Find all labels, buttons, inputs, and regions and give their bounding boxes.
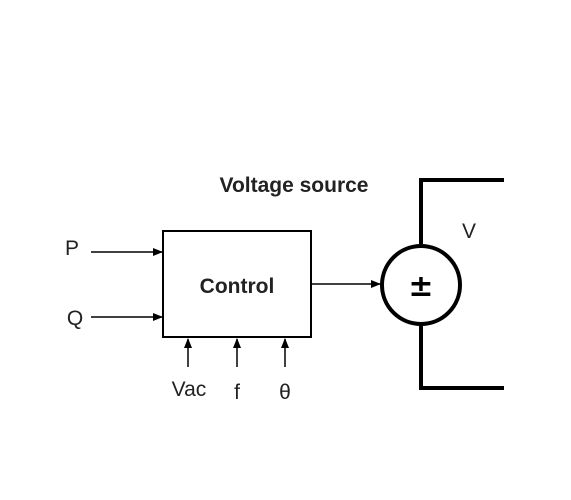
voltage-output-label: V [462,220,476,243]
input-vac-label: Vac [172,378,207,401]
voltage-source: ± V [380,178,504,390]
input-f: f [233,338,241,404]
voltage-source-symbol [380,244,462,326]
plus-minus-icon: ± [408,269,433,304]
top-lead-wire [419,178,504,244]
input-q-label: Q [67,307,83,330]
input-p: P [65,237,163,260]
bottom-lead-wire [419,326,504,390]
input-vac: Vac [172,338,207,401]
input-theta-label: θ [279,381,291,404]
diagram-title: Voltage source [220,174,369,197]
control-label: Control [200,275,275,298]
input-q: Q [67,307,163,330]
control-box [162,230,312,338]
control-block: Control [162,230,312,338]
input-theta: θ [279,338,291,404]
input-f-label: f [234,381,240,404]
input-p-label: P [65,237,79,260]
